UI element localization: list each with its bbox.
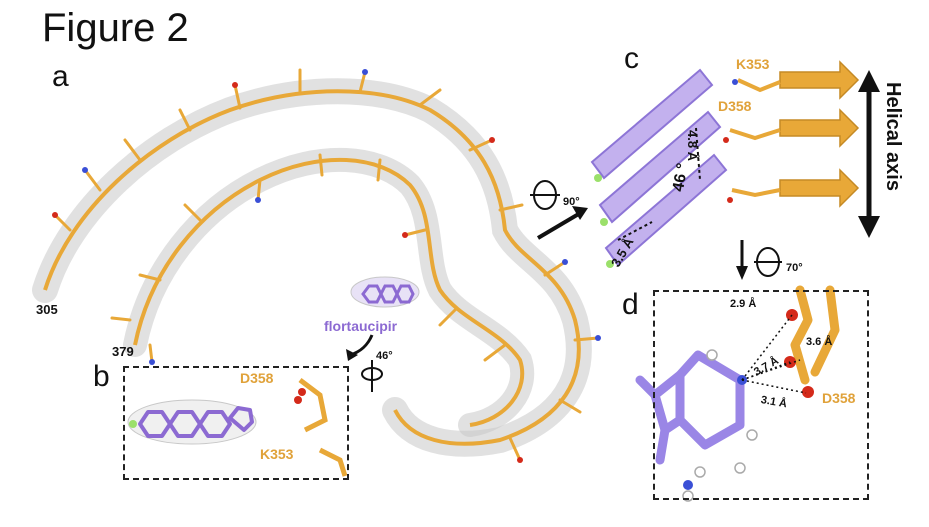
helical-axis-arrowhead-top xyxy=(858,70,880,92)
panel-d-structure xyxy=(635,285,840,502)
ligand-label: flortaucipir xyxy=(324,318,398,334)
residue-label-379: 379 xyxy=(112,344,134,359)
rotation-arrowhead-b xyxy=(346,349,358,361)
rotation-label-d: 70° xyxy=(786,262,803,274)
panel-d-frame xyxy=(653,290,869,500)
panel-c-k353-label: K353 xyxy=(736,56,770,72)
panel-a-backbone-inner xyxy=(133,157,525,427)
panel-a-backbone-outer xyxy=(43,89,581,446)
panel-letter-a: a xyxy=(52,60,69,93)
residue-label-305: 305 xyxy=(36,302,58,317)
panel-letter-c: c xyxy=(624,42,639,75)
arrow-to-c xyxy=(536,210,584,240)
panel-letter-b: b xyxy=(93,360,110,393)
rotation-arrow-b xyxy=(349,334,374,357)
panel-a-heteroatoms xyxy=(52,69,601,463)
distance-label-29: 2.9 Å xyxy=(730,298,757,310)
helical-axis-label: Helical axis xyxy=(882,82,904,191)
panel-c-d358-label: D358 xyxy=(718,98,752,114)
arrowhead-to-c xyxy=(572,206,588,220)
figure-title: Figure 2 xyxy=(42,6,189,50)
panel-a-ligand xyxy=(350,276,420,308)
panel-b-structure xyxy=(127,378,348,477)
panel-a-side-chains xyxy=(53,68,600,462)
arrowhead-to-d xyxy=(736,266,748,280)
rotation-label-b: 46° xyxy=(376,350,393,362)
rotation-label-c: 90° xyxy=(563,196,580,208)
panel-a-structure xyxy=(32,68,601,463)
panel-b-k353-label: K353 xyxy=(260,446,294,462)
distance-label-36: 3.6 Å xyxy=(806,336,833,348)
panel-c-structure xyxy=(590,60,880,268)
helical-axis-arrowhead-bottom xyxy=(858,216,880,238)
distance-label-48: 4.8 Å xyxy=(685,130,700,162)
panel-letter-d: d xyxy=(622,288,639,321)
panel-b-d358-label: D358 xyxy=(240,370,274,386)
panel-d-d358-label: D358 xyxy=(822,390,856,406)
panel-b-frame xyxy=(123,366,349,480)
